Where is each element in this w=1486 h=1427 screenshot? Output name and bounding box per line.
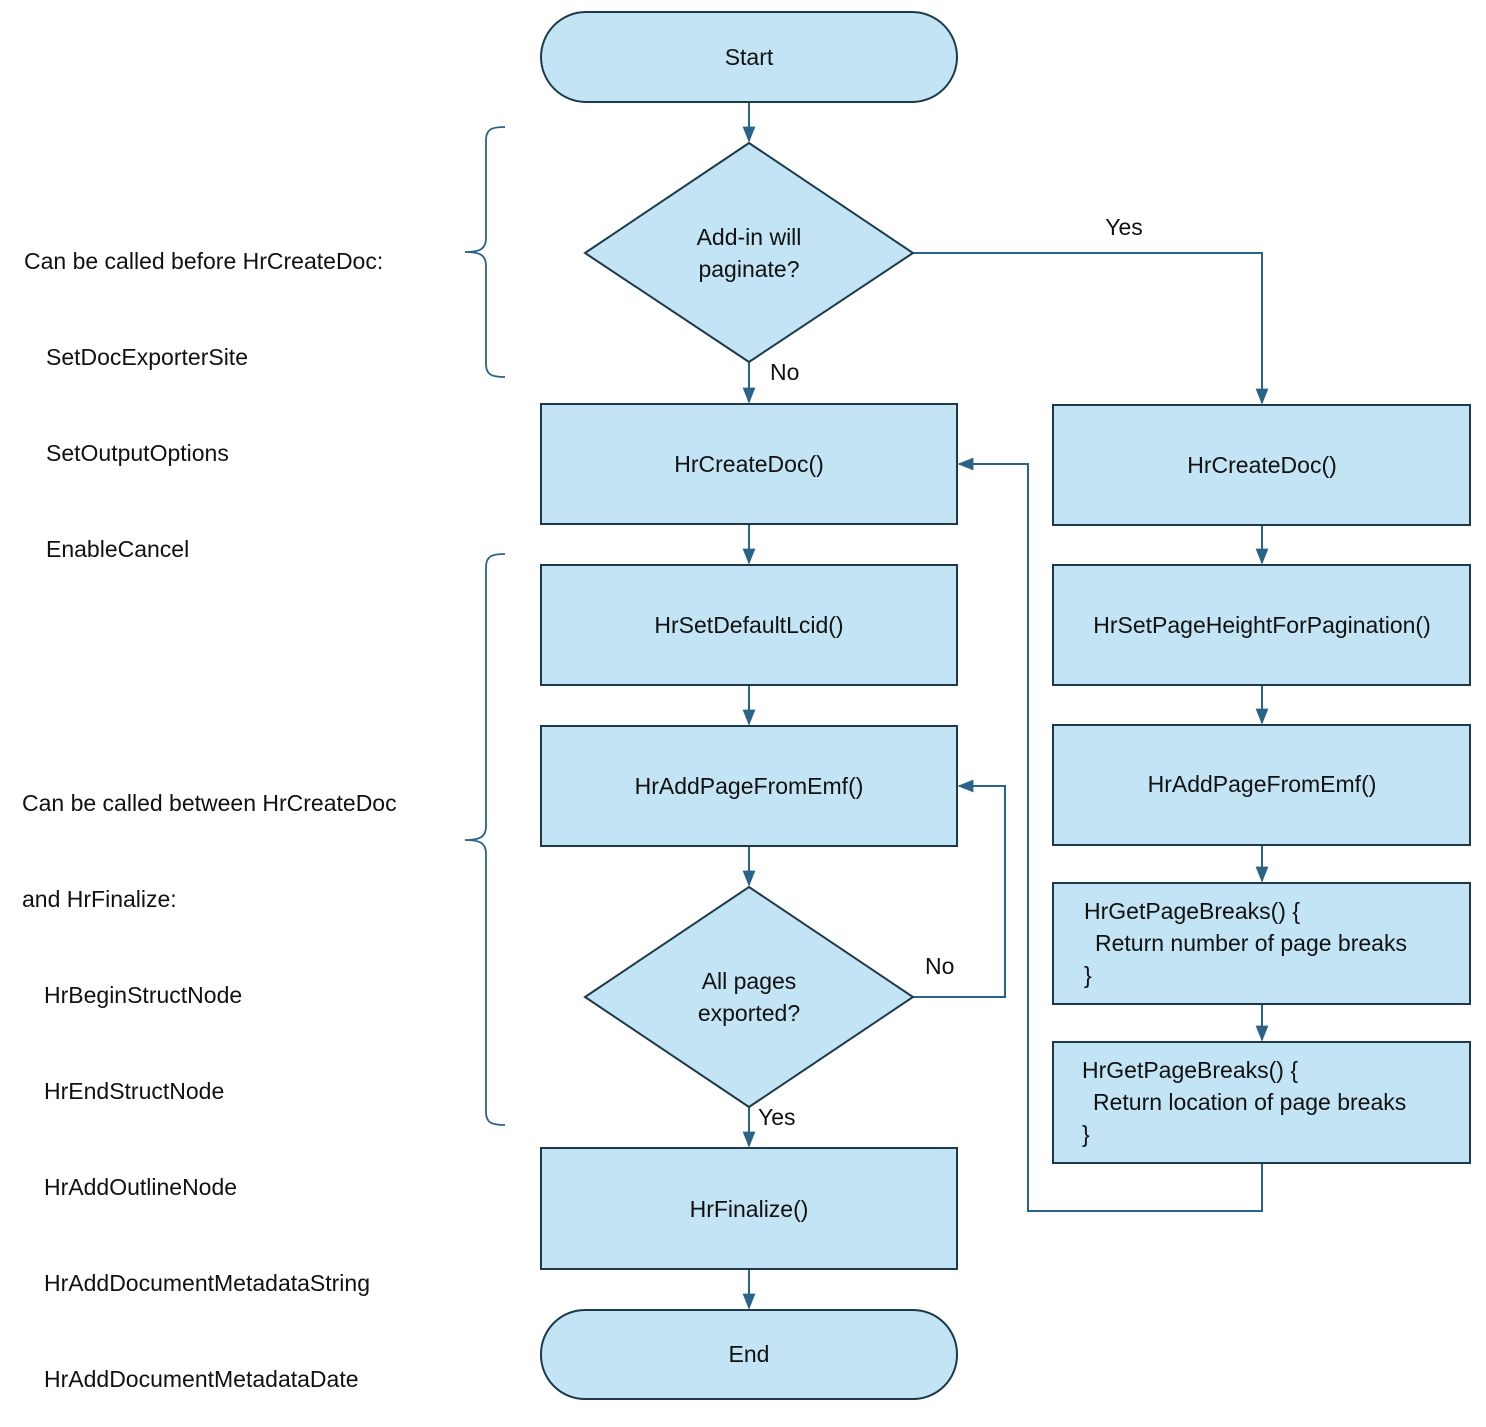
note-between-item: HrBeginStructNode — [44, 982, 243, 1008]
create-doc-label: HrCreateDoc() — [674, 451, 824, 477]
finalize-label: HrFinalize() — [690, 1196, 809, 1222]
get-page-breaks-location-line-3: } — [1082, 1121, 1090, 1147]
end-terminator — [540, 1309, 958, 1400]
add-page-from-emf-label: HrAddPageFromEmf() — [635, 773, 864, 799]
start-terminator — [540, 11, 958, 103]
set-page-height-box — [1052, 564, 1471, 686]
note-between-item: HrAddOutlineNode — [44, 1174, 238, 1200]
note-before-create-item: SetOutputOptions — [46, 440, 229, 466]
brace-before-create — [464, 126, 506, 378]
label-no-paginate: No — [770, 359, 799, 385]
right-add-page-from-emf-box — [1052, 724, 1471, 846]
note-before-create-heading: Can be called before HrCreateDoc: — [24, 248, 384, 274]
connector-yes-to-right-create-doc — [913, 252, 1269, 405]
note-before-create-item: SetDocExporterSite — [46, 344, 248, 370]
get-page-breaks-location-line-1: HrGetPageBreaks() { — [1082, 1057, 1298, 1083]
connector-no-loop-to-addpage — [913, 779, 1006, 998]
note-between-heading-line-1: Can be called between HrCreateDoc — [22, 790, 397, 816]
note-between-item: HrEndStructNode — [44, 1078, 225, 1104]
get-page-breaks-count-line-1: HrGetPageBreaks() { — [1084, 898, 1300, 924]
connector-location-back-to-create-doc — [957, 457, 1263, 1212]
get-page-breaks-count-line-3: } — [1084, 962, 1092, 988]
get-page-breaks-count-box — [1052, 882, 1471, 1005]
decision-paginate — [583, 141, 915, 364]
start-label: Start — [725, 44, 774, 70]
note-between-item: HrAddDocumentMetadataString — [44, 1270, 370, 1296]
right-add-page-from-emf-label: HrAddPageFromEmf() — [1148, 771, 1377, 797]
note-before-create: Can be called before HrCreateDoc: SetDoc… — [24, 181, 383, 597]
right-create-doc-label: HrCreateDoc() — [1187, 452, 1337, 478]
note-between-item: HrAddDocumentMetadataDate — [44, 1366, 359, 1392]
right-create-doc-box — [1052, 404, 1471, 526]
create-doc-box — [540, 403, 958, 525]
decision-all-pages-line-2: exported? — [698, 1000, 800, 1026]
finalize-box — [540, 1147, 958, 1270]
label-no-pages: No — [925, 953, 954, 979]
set-default-lcid-label: HrSetDefaultLcid() — [654, 612, 843, 638]
get-page-breaks-count-line-2: Return number of page breaks — [1095, 930, 1407, 956]
note-between-heading-line-2: and HrFinalize: — [22, 886, 177, 912]
decision-all-pages-line-1: All pages — [702, 968, 797, 994]
get-page-breaks-location-box — [1052, 1041, 1471, 1164]
add-page-from-emf-box — [540, 725, 958, 847]
decision-paginate-line-2: paginate? — [698, 256, 799, 282]
decision-paginate-line-1: Add-in will — [697, 224, 802, 250]
end-label: End — [729, 1341, 770, 1367]
set-default-lcid-box — [540, 564, 958, 686]
note-before-create-item: EnableCancel — [46, 536, 190, 562]
label-yes-paginate: Yes — [1105, 214, 1143, 240]
get-page-breaks-location-line-2: Return location of page breaks — [1093, 1089, 1406, 1115]
note-between: Can be called between HrCreateDoc and Hr… — [22, 723, 397, 1427]
brace-between — [464, 553, 506, 1126]
set-page-height-label: HrSetPageHeightForPagination() — [1093, 612, 1431, 638]
decision-all-pages — [583, 885, 915, 1109]
label-yes-pages: Yes — [758, 1104, 796, 1130]
